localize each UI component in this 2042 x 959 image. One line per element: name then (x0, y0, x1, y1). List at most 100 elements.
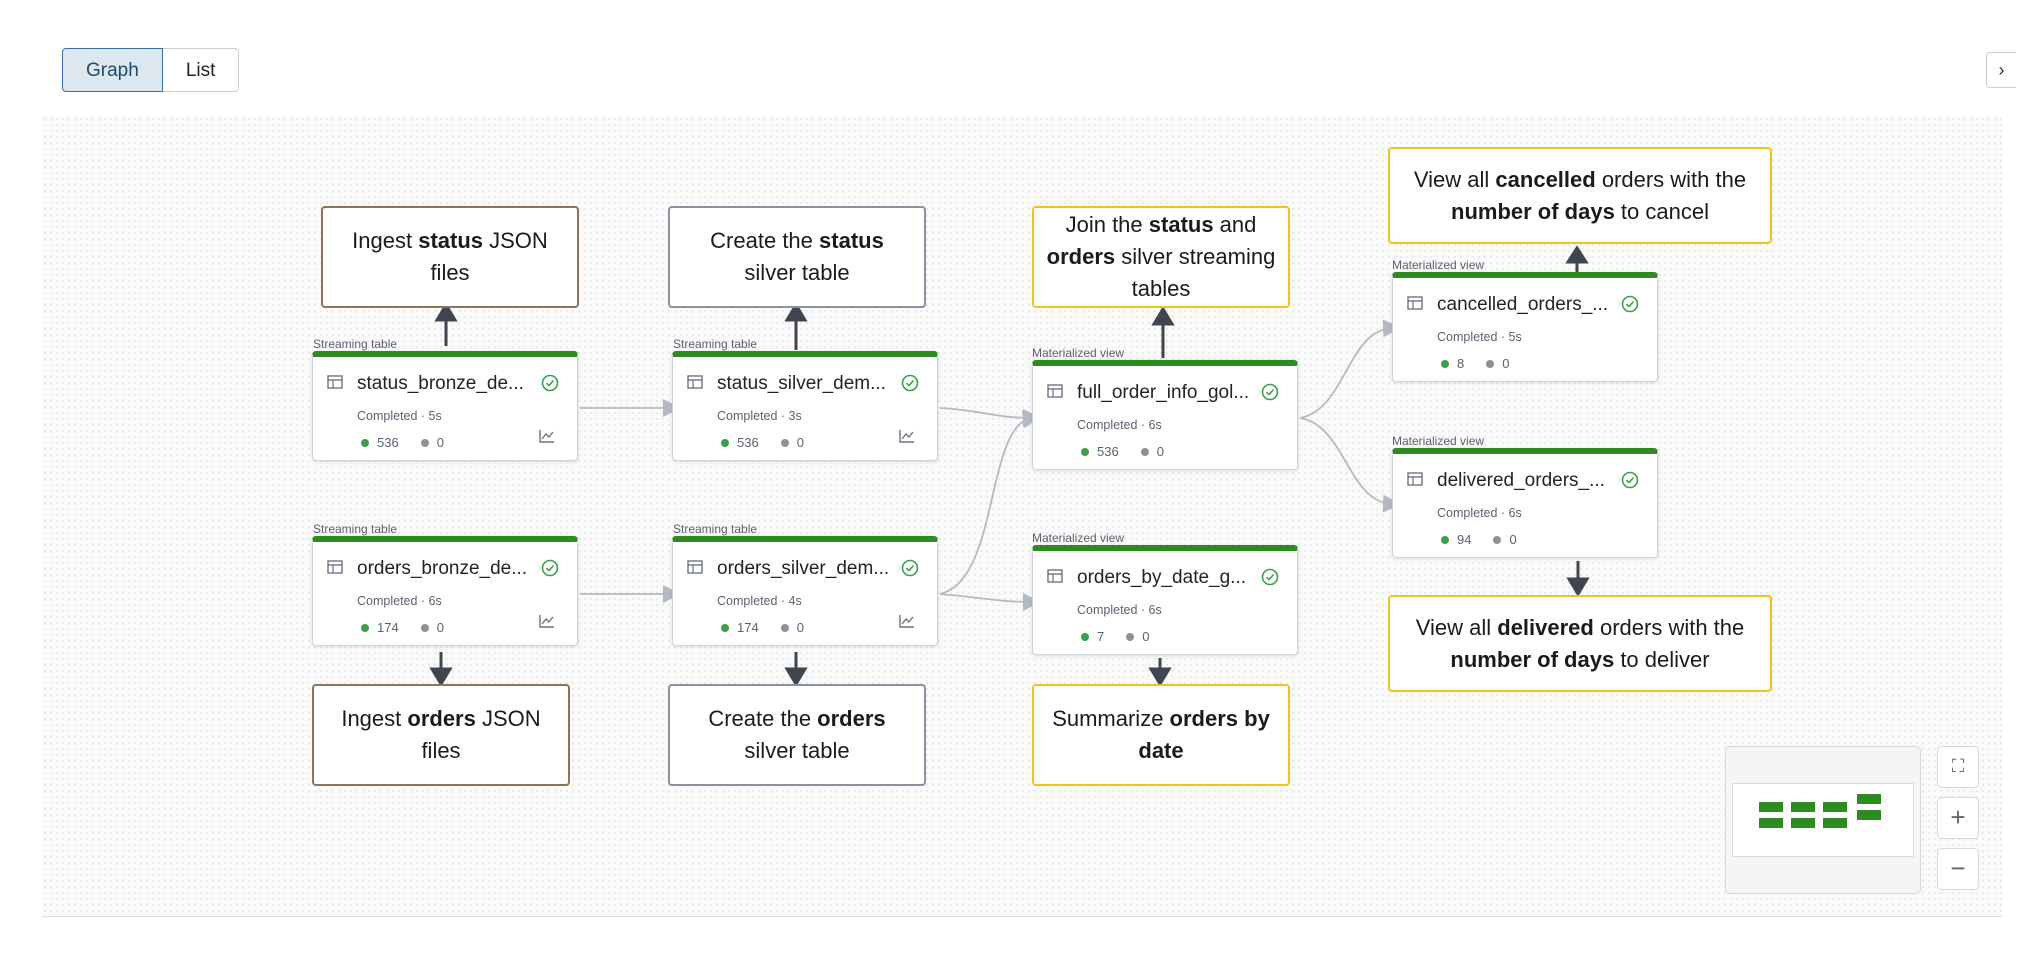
node-status: Completed · 3s (717, 409, 802, 423)
node-status: Completed · 5s (357, 409, 442, 423)
success-dot-icon (1441, 359, 1449, 368)
node-name: orders_by_date_g... (1077, 567, 1247, 588)
note-view-cancelled: View all cancelled orders with the numbe… (1388, 147, 1772, 244)
collapse-panel-button[interactable]: › (1986, 52, 2016, 88)
node-status: Completed · 6s (1077, 418, 1162, 432)
success-check-icon (1621, 295, 1639, 313)
table-icon (327, 560, 343, 574)
note-create-status: Create the status silver table (668, 206, 926, 308)
node-type-label: Streaming table (673, 337, 758, 351)
failed-dot-icon (1126, 632, 1135, 641)
node-type-label: Materialized view (1032, 531, 1125, 545)
metrics-chart-icon[interactable] (899, 614, 915, 628)
minimap-node (1857, 794, 1881, 804)
note-view-delivered: View all delivered orders with the numbe… (1388, 595, 1772, 692)
node-name: delivered_orders_... (1437, 470, 1605, 491)
table-icon (327, 375, 343, 389)
metrics-chart-icon[interactable] (539, 614, 555, 628)
metrics-chart-icon[interactable] (899, 429, 915, 443)
view-icon (1407, 472, 1423, 486)
minimap-node (1791, 818, 1815, 828)
metrics-chart-icon[interactable] (539, 429, 555, 443)
failed-count: 0 (436, 620, 444, 635)
success-count: 94 (1457, 532, 1472, 547)
table-icon (687, 375, 703, 389)
node-type-label: Streaming table (313, 337, 398, 351)
failed-dot-icon (420, 623, 429, 632)
node-full-order-info[interactable]: full_order_info_gol... Completed · 6s 53… (1032, 360, 1298, 470)
success-check-icon (901, 374, 919, 392)
success-count: 536 (377, 435, 399, 450)
table-icon (687, 560, 703, 574)
node-counts: 536 0 (361, 435, 444, 450)
success-dot-icon (361, 438, 369, 447)
success-check-icon (1261, 568, 1279, 586)
zoom-in-button[interactable]: + (1937, 797, 1979, 839)
minimap-node (1759, 802, 1783, 812)
failed-count: 0 (436, 435, 444, 450)
list-tab[interactable]: List (162, 48, 240, 92)
minimap-node (1759, 818, 1783, 828)
success-dot-icon (1081, 447, 1089, 456)
node-name: cancelled_orders_... (1437, 294, 1609, 315)
minimap-node (1823, 802, 1847, 812)
success-check-icon (1261, 383, 1279, 401)
node-type-label: Materialized view (1392, 434, 1485, 448)
node-type-label: Streaming table (313, 522, 398, 536)
success-check-icon (1621, 471, 1639, 489)
view-icon (1047, 569, 1063, 583)
minimap-node (1857, 810, 1881, 820)
node-type-label: Streaming table (673, 522, 758, 536)
success-dot-icon (1081, 632, 1089, 641)
success-count: 536 (1097, 444, 1119, 459)
success-dot-icon (361, 623, 369, 632)
failed-count: 0 (1156, 444, 1164, 459)
minimap-viewport (1732, 783, 1914, 857)
success-dot-icon (721, 438, 729, 447)
note-create-orders: Create the orders silver table (668, 684, 926, 786)
failed-dot-icon (1140, 447, 1149, 456)
node-status: Completed · 6s (357, 594, 442, 608)
node-type-label: Materialized view (1032, 346, 1125, 360)
minimap[interactable] (1725, 746, 1921, 894)
success-dot-icon (721, 623, 729, 632)
success-check-icon (541, 559, 559, 577)
graph-tab[interactable]: Graph (62, 48, 163, 92)
failed-count: 0 (796, 620, 804, 635)
note-summarize: Summarize orders by date (1032, 684, 1290, 786)
success-count: 8 (1457, 356, 1465, 371)
success-count: 536 (737, 435, 759, 450)
node-status: Completed · 6s (1077, 603, 1162, 617)
success-check-icon (541, 374, 559, 392)
failed-count: 0 (1142, 629, 1150, 644)
success-dot-icon (1441, 535, 1449, 544)
view-toggle: Graph List (62, 48, 240, 94)
node-status: Completed · 5s (1437, 330, 1522, 344)
note-ingest-status: Ingest status JSON files (321, 206, 579, 308)
success-count: 174 (737, 620, 759, 635)
node-status: Completed · 6s (1437, 506, 1522, 520)
note-ingest-orders: Ingest orders JSON files (312, 684, 570, 786)
node-type-label: Materialized view (1392, 258, 1485, 272)
success-check-icon (901, 559, 919, 577)
node-name: status_silver_dem... (717, 373, 886, 394)
node-name: orders_bronze_de... (357, 558, 528, 579)
failed-dot-icon (780, 623, 789, 632)
success-count: 174 (377, 620, 399, 635)
zoom-out-button[interactable]: − (1937, 848, 1979, 890)
fit-view-button[interactable]: ⛶ (1937, 746, 1979, 788)
note-join: Join the status and orders silver stream… (1032, 206, 1290, 308)
failed-dot-icon (780, 438, 789, 447)
